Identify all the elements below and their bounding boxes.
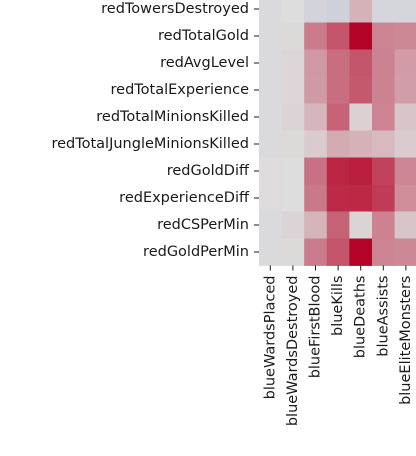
heatmap-cell: [326, 22, 350, 50]
y-tick-label: redTotalExperience: [111, 82, 250, 98]
heatmap-cell: [326, 0, 350, 23]
heatmap-cell: [326, 238, 350, 266]
heatmap-cell: [349, 184, 373, 212]
heatmap-cell: [281, 211, 305, 239]
heatmap-cell: [304, 49, 328, 77]
heatmap-cell: [394, 22, 416, 50]
heatmap-cell: [372, 130, 395, 158]
heatmap-cell: [394, 76, 416, 104]
x-tick-label: blueEliteMonsters: [398, 276, 414, 405]
x-tick-labels: blueWardsPlaced blueWardsDestroyed blueFir…: [262, 276, 414, 427]
heatmap-cell: [372, 22, 395, 50]
heatmap-cell: [326, 76, 350, 104]
heatmap-cell: [349, 238, 373, 266]
heatmap-cell: [394, 157, 416, 185]
x-tick-label: blueKills: [330, 276, 346, 337]
heatmap-cell: [259, 49, 282, 77]
y-tick-label: redTotalMinionsKilled: [96, 109, 249, 125]
heatmap-cell: [394, 211, 416, 239]
heatmap-cell: [304, 157, 328, 185]
y-tick-label: redExperienceDiff: [119, 190, 250, 206]
heatmap-cell: [281, 130, 305, 158]
heatmap-cell: [372, 0, 395, 23]
heatmap-cell: [281, 76, 305, 104]
heatmap-cell: [281, 49, 305, 77]
heatmap-cell: [349, 157, 373, 185]
x-tick-label: blueAssists: [375, 276, 391, 357]
y-tick-label: redGoldPerMin: [143, 244, 249, 260]
heatmap-cell: [326, 103, 350, 131]
heatmap-cell: [372, 76, 395, 104]
y-tick-label: redGoldDiff: [167, 163, 250, 179]
heatmap-cell: [281, 22, 305, 50]
heatmap-cell: [394, 184, 416, 212]
heatmap-cell: [349, 0, 373, 23]
heatmap-cell: [281, 238, 305, 266]
heatmap-cell: [372, 103, 395, 131]
heatmap-cell: [349, 103, 373, 131]
heatmap-cell: [304, 238, 328, 266]
heatmap-cell: [281, 157, 305, 185]
heatmap-cell: [372, 211, 395, 239]
heatmap-cell: [304, 22, 328, 50]
heatmap-cell: [394, 238, 416, 266]
heatmap-cell: [349, 211, 373, 239]
y-tick-label: redAvgLevel: [160, 55, 249, 71]
heatmap-cell: [372, 49, 395, 77]
heatmap-cell: [372, 238, 395, 266]
heatmap-cell: [394, 130, 416, 158]
heatmap-cell: [304, 76, 328, 104]
heatmap-cell: [394, 103, 416, 131]
heatmap-cell: [304, 184, 328, 212]
heatmap-cell: [259, 184, 282, 212]
heatmap-cell: [259, 0, 282, 23]
heatmap-cell: [394, 49, 416, 77]
heatmap-cell: [326, 211, 350, 239]
y-tick-label: redCSPerMin: [157, 217, 249, 233]
x-tick-label: blueWardsDestroyed: [285, 276, 301, 427]
y-tick-label: redTowersDestroyed: [101, 1, 249, 17]
heatmap-cells: [259, 0, 416, 266]
heatmap-cell: [394, 0, 416, 23]
heatmap-cell: [259, 211, 282, 239]
heatmap-cell: [326, 184, 350, 212]
heatmap-cell: [259, 130, 282, 158]
y-tick-labels: redTowersDestroyed redTotalGold redAvgLeve…: [51, 1, 250, 260]
y-tick-marks: [254, 8, 259, 253]
heatmap-cell: [349, 49, 373, 77]
heatmap-cell: [326, 49, 350, 77]
heatmap-cell: [259, 22, 282, 50]
y-tick-label: redTotalJungleMinionsKilled: [51, 136, 249, 152]
x-tick-marks: [269, 265, 407, 271]
heatmap-cell: [326, 130, 350, 158]
heatmap-cell: [259, 238, 282, 266]
heatmap-cell: [281, 0, 305, 23]
heatmap-cell: [259, 76, 282, 104]
heatmap-cell: [372, 157, 395, 185]
heatmap-cell: [259, 103, 282, 131]
heatmap-cell: [349, 130, 373, 158]
heatmap-cell: [281, 103, 305, 131]
heatmap-cell: [304, 130, 328, 158]
heatmap-cell: [259, 157, 282, 185]
x-tick-label: blueDeaths: [353, 276, 369, 359]
y-tick-label: redTotalGold: [158, 28, 249, 44]
x-tick-label: blueFirstBlood: [308, 276, 324, 379]
heatmap-cell: [281, 184, 305, 212]
heatmap-cell: [304, 0, 328, 23]
heatmap-cell: [349, 76, 373, 104]
heatmap-cell: [349, 22, 373, 50]
heatmap-cell: [372, 184, 395, 212]
heatmap-cell: [304, 211, 328, 239]
heatmap-cell: [304, 103, 328, 131]
x-tick-label: blueWardsPlaced: [262, 276, 278, 400]
heatmap-cell: [326, 157, 350, 185]
